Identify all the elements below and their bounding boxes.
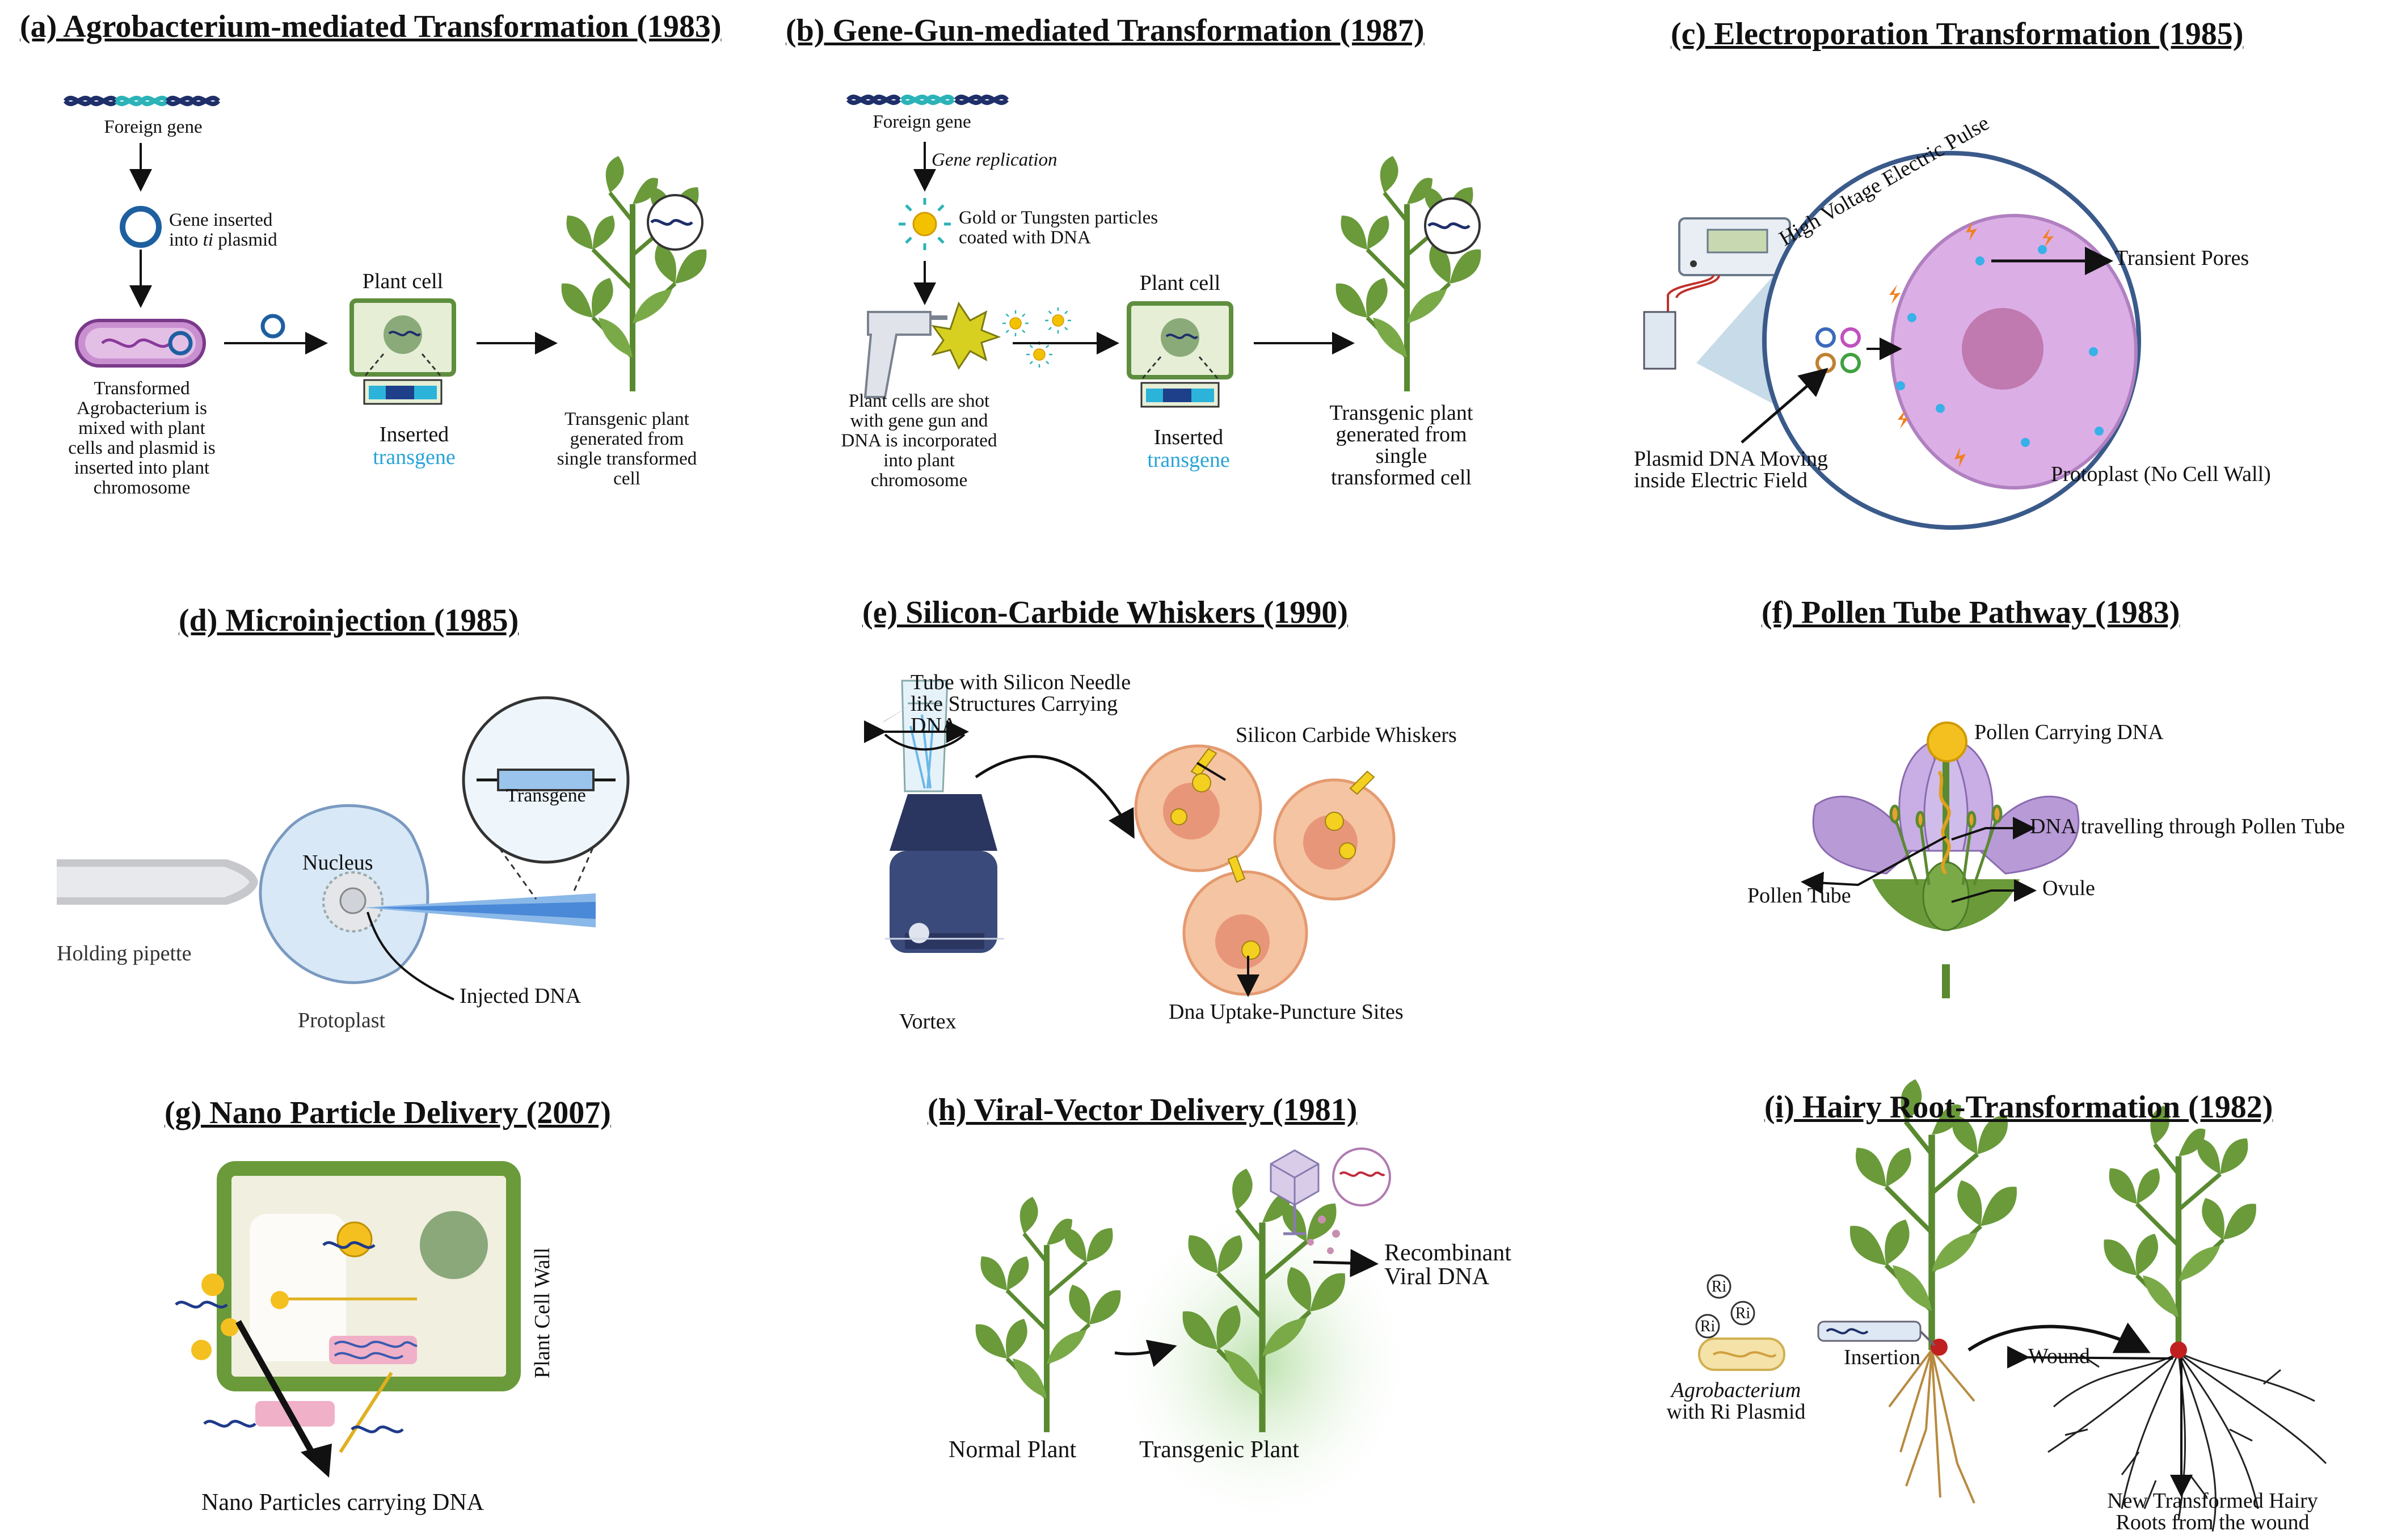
panel-a-inserted: Inserted (379, 423, 449, 446)
panel-f-ovule-label: Ovule (2042, 876, 2095, 900)
panel-b-plant-cell-label: Plant cell (1139, 271, 1221, 295)
panel-d-holding-label: Holding pipette (57, 942, 192, 965)
panel-a-plant-line-3: single transformed (557, 449, 697, 469)
panel-b-plant-line-1: Transgenic plant (1329, 401, 1473, 425)
panel-f-pollen-tube-label: Pollen Tube (1747, 884, 1851, 908)
panel-e-vortex-label: Vortex (899, 1010, 957, 1033)
panel-b-shot-line-2: with gene gun and (850, 411, 988, 431)
panel-a-foreign-gene: Foreign gene (104, 117, 203, 137)
panel-i-ri-label-3: Ri (1700, 1318, 1716, 1335)
panel-b-transgene: transgene (1147, 448, 1230, 472)
panel-c-art (1643, 151, 2141, 530)
panel-b-plant-line-3: single (1375, 444, 1427, 468)
panel-a-plant-line-4: cell (613, 469, 641, 489)
panel-h-recombinant-line-1: Recombinant (1384, 1240, 1511, 1266)
panel-h-normal-plant-label: Normal Plant (949, 1437, 1077, 1463)
panel-e-title: (e) Silicon-Carbide Whiskers (1990) (862, 595, 1349, 630)
panel-i-ri-label-1: Ri (1711, 1278, 1727, 1296)
panel-b-plant-line-2: generated from (1335, 423, 1467, 446)
panel-c-plasmid-line-1: Plasmid DNA Moving (1634, 447, 1828, 471)
panel-i-title: (i) Hairy Root-Transformation (1982) (1764, 1090, 2273, 1125)
panel-a-plant-line-2: generated from (570, 429, 684, 449)
panel-f-title: (f) Pollen Tube Pathway (1983) (1762, 595, 2180, 630)
panel-c-pores-label: Transient Pores (2115, 246, 2249, 270)
panel-a-agro-line-5: inserted into plant (74, 458, 210, 478)
panel-a-art (65, 98, 706, 404)
panel-a-title: (a) Agrobacterium-mediated Transformatio… (20, 9, 722, 44)
panel-a-agro-line-4: cells and plasmid is (68, 438, 216, 458)
panel-e-tube-line-1: Tube with Silicon Needle (911, 670, 1131, 694)
panel-b-shot-line-3: DNA is incorporated (841, 431, 997, 451)
panel-d-title: (d) Microinjection (1985) (179, 603, 519, 638)
panel-i-wound-label: Wound (2028, 1344, 2090, 1368)
panel-d-transgene-label: Transgene (506, 785, 586, 806)
panel-i-ri-label-2: Ri (1735, 1305, 1751, 1322)
panel-e-uptake-label: Dna Uptake-Puncture Sites (1169, 1000, 1404, 1024)
panel-h-transgenic-plant-label: Transgenic Plant (1139, 1437, 1299, 1463)
panel-i-insertion-label: Insertion (1844, 1345, 1921, 1369)
panel-a-agro-line-6: chromosome (93, 478, 191, 498)
panel-b-art (848, 97, 1481, 407)
panel-h-recombinant-line-2: Viral DNA (1384, 1264, 1490, 1290)
panel-g-cell-wall-label: Plant Cell Wall (530, 1247, 554, 1378)
panel-e-whiskers-label: Silicon Carbide Whiskers (1236, 723, 1457, 747)
panel-a-plant-cell-label: Plant cell (362, 269, 444, 293)
panel-b-gold-line-1: Gold or Tungsten particles (959, 208, 1158, 228)
panel-f-pollen-label: Pollen Carrying DNA (1974, 720, 2164, 744)
panel-a-agro-line-1: Transformed (94, 378, 190, 399)
panel-i-new-roots-line-1: New Transformed Hairy (2107, 1489, 2318, 1513)
panel-b-gene-replication: Gene replication (932, 150, 1057, 170)
panel-g-title: (g) Nano Particle Delivery (2007) (165, 1095, 611, 1130)
panel-f-dna-travel-label: DNA travelling through Pollen Tube (2030, 815, 2345, 838)
panel-i-with-ri-label: with Ri Plasmid (1666, 1400, 1806, 1424)
panel-a-plant-line-1: Transgenic plant (564, 409, 689, 429)
panel-d-injected-label: Injected DNA (460, 984, 582, 1008)
panel-b-inserted: Inserted (1153, 425, 1224, 449)
panel-g-nano-label: Nano Particles carrying DNA (201, 1490, 484, 1516)
panel-a-gene-inserted-1: Gene inserted (169, 210, 273, 230)
panel-h-art (976, 1147, 1415, 1512)
panel-c-protoplast-label: Protoplast (No Cell Wall) (2051, 462, 2271, 486)
panel-d-art (57, 696, 630, 1001)
panel-i-art (1695, 1079, 2327, 1532)
panel-d-protoplast-label: Protoplast (298, 1009, 386, 1032)
panel-i-new-roots-line-2: Roots from the wound (2116, 1511, 2310, 1534)
panel-a-agro-line-3: mixed with plant (78, 418, 205, 438)
panel-a-agro-line-2: Agrobacterium is (76, 398, 208, 419)
panel-b-title: (b) Gene-Gun-mediated Transformation (19… (786, 13, 1425, 48)
panel-a-gene-inserted-2: into ti plasmid (169, 230, 277, 250)
panel-e-tube-line-3: DNA (911, 714, 958, 737)
panel-b-plant-line-4: transformed cell (1331, 466, 1472, 490)
panel-d-nucleus-label: Nucleus (302, 851, 373, 875)
panel-c-plasmid-line-2: inside Electric Field (1634, 469, 1808, 492)
panel-b-foreign-gene: Foreign gene (873, 112, 971, 132)
panel-h-title: (h) Viral-Vector Delivery (1981) (928, 1092, 1358, 1128)
panel-f-art (1801, 722, 2080, 998)
panel-e-tube-line-2: like Structures Carrying (911, 692, 1118, 716)
panel-b-shot-line-1: Plant cells are shot (848, 391, 990, 411)
panel-c-title: (c) Electroporation Transformation (1985… (1671, 16, 2244, 52)
panel-b-shot-line-5: chromosome (870, 470, 968, 491)
panel-i-agrobacterium-label: Agrobacterium (1671, 1378, 1801, 1402)
panel-b-gold-line-2: coated with DNA (959, 227, 1091, 248)
panel-g-art (175, 1161, 521, 1478)
panel-a-transgene: transgene (373, 445, 456, 469)
panel-e-art (864, 680, 1396, 997)
panel-b-shot-line-4: into plant (883, 450, 955, 471)
